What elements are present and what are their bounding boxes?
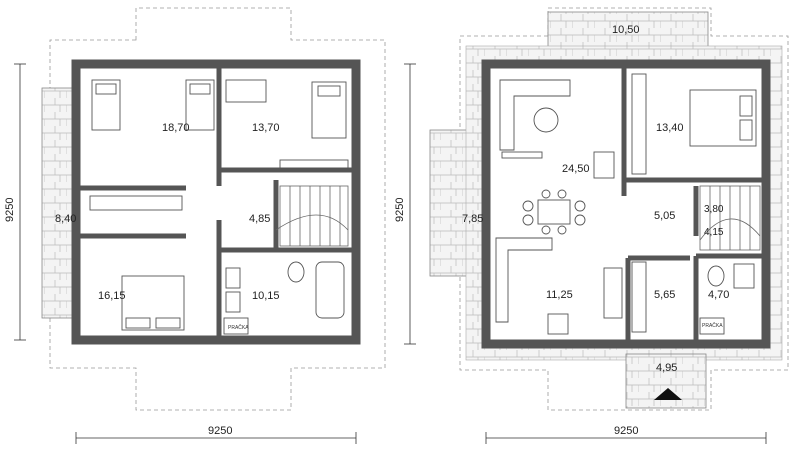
ground-room-area-terrace: 10,50 xyxy=(612,24,640,36)
ground-width-dimension: 9250 xyxy=(614,425,638,437)
ground-room-area-stair-a: 3,80 xyxy=(704,204,724,215)
upper-depth-dimension: 9250 xyxy=(4,198,16,222)
upper-floor-plan: 18,70 13,70 4,85 8,40 16,15 10,15 PRAČKA… xyxy=(4,7,386,444)
ground-dimension-lines xyxy=(404,63,767,444)
ground-room-area-kitchen: 11,25 xyxy=(546,289,573,301)
upper-room-area-bedroom-b: 13,70 xyxy=(252,122,280,134)
upper-laundry-label: PRAČKA xyxy=(228,324,249,331)
upper-room-area-balcony: 8,40 xyxy=(55,213,76,225)
ground-room-area-bedroom: 13,40 xyxy=(656,122,684,134)
ground-roof-outline xyxy=(459,7,789,411)
upper-furniture xyxy=(89,79,349,335)
ground-staircase xyxy=(699,185,761,251)
entrance-arrow-icon xyxy=(654,388,682,400)
ground-depth-dimension: 9250 xyxy=(394,198,406,222)
ground-furniture xyxy=(495,73,757,335)
ground-room-area-hall: 5,05 xyxy=(654,210,675,222)
ground-room-area-storage: 5,65 xyxy=(654,289,675,301)
ground-room-area-winter-garden: 7,85 xyxy=(462,213,483,225)
upper-room-area-hall: 4,85 xyxy=(249,213,270,225)
upper-width-dimension: 9250 xyxy=(208,425,232,437)
upper-interior-walls xyxy=(80,68,352,336)
ground-room-area-living: 24,50 xyxy=(562,163,590,175)
ground-outer-walls xyxy=(481,59,771,349)
upper-dimension-lines xyxy=(14,63,357,444)
ground-room-area-wc: 4,70 xyxy=(708,289,729,301)
ground-laundry-label: PRAČKA xyxy=(702,322,723,329)
ground-floor-plan: 10,50 24,50 13,40 7,85 5,05 3,80 4,15 11… xyxy=(394,7,789,444)
upper-room-area-bedroom-c: 16,15 xyxy=(98,290,126,302)
ground-room-area-stair-b: 4,15 xyxy=(704,227,724,238)
ground-room-area-entrance: 4,95 xyxy=(656,362,677,374)
ground-interior-walls xyxy=(621,68,762,340)
upper-room-area-bedroom-a: 18,70 xyxy=(162,122,190,134)
upper-staircase xyxy=(275,185,349,247)
upper-room-area-bathroom: 10,15 xyxy=(252,290,280,302)
upper-outer-walls xyxy=(71,59,361,345)
upper-roof-outline xyxy=(49,7,386,411)
